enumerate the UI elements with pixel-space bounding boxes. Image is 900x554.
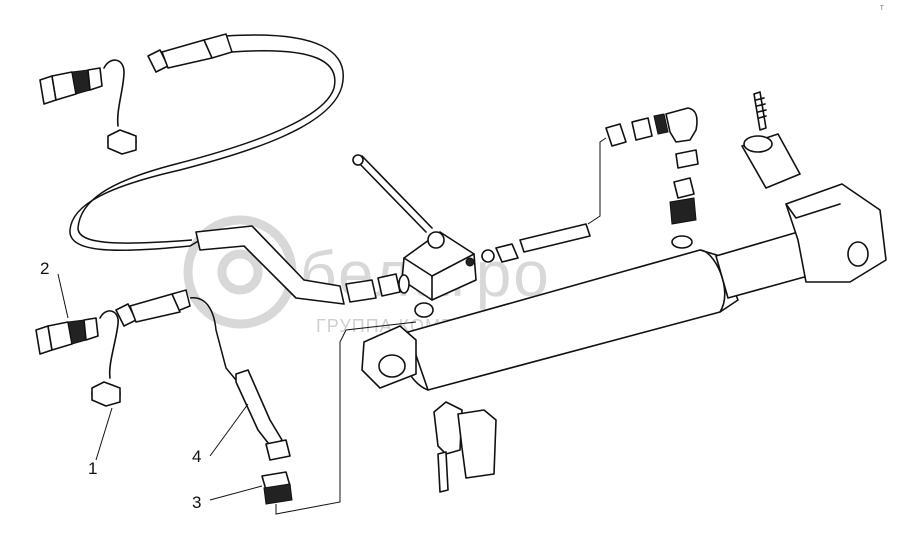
valve-feed-hose — [195, 225, 345, 305]
upper-hose — [69, 34, 344, 252]
upper-hose-fitting — [147, 33, 233, 73]
cylinder-feed-line — [275, 321, 417, 515]
lower-quick-coupler — [35, 310, 121, 407]
elbow-fitting — [605, 107, 699, 249]
valve-inlet-fitting — [345, 273, 410, 303]
callout-2: 2 — [40, 259, 49, 278]
callout-3: 3 — [192, 493, 201, 512]
lower-fitting — [261, 439, 293, 505]
retaining-clip — [433, 401, 497, 493]
callout-4: 4 — [192, 447, 201, 466]
valve-return-line — [587, 137, 607, 225]
pin-and-bushing — [741, 91, 801, 189]
lower-hose-bend — [235, 369, 283, 449]
lower-hose-fitting — [115, 289, 191, 327]
callout-1: 1 — [88, 459, 97, 478]
control-valve — [352, 154, 477, 301]
callout-leaders — [57, 273, 263, 501]
valve-outlet-fittings — [481, 223, 591, 263]
lower-hose-thin — [189, 297, 237, 381]
corner-mark: Т — [880, 6, 884, 12]
upper-quick-coupler — [39, 59, 137, 155]
hydraulic-cylinder — [361, 183, 887, 391]
